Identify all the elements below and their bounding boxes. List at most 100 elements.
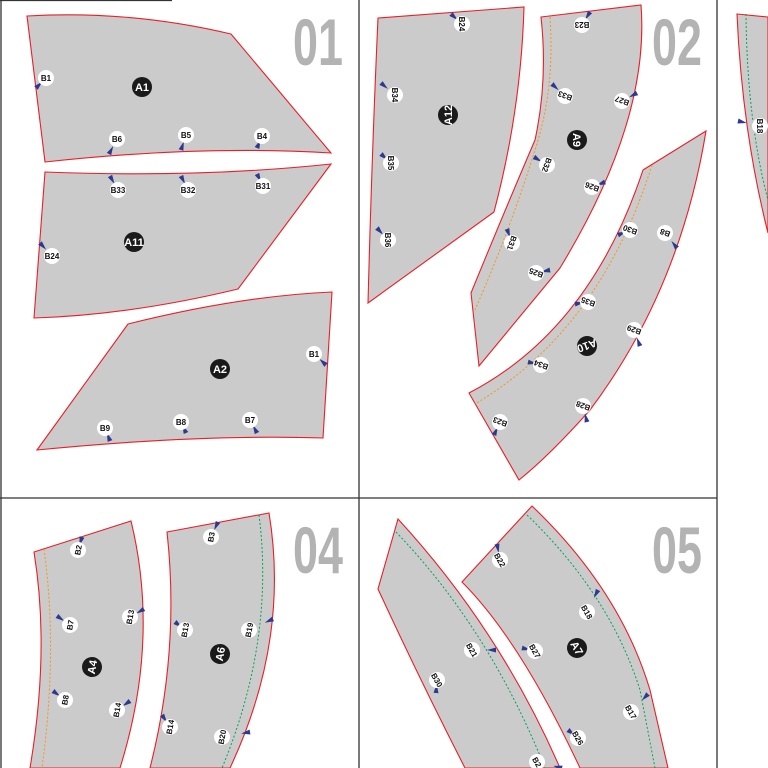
notch-bubble — [529, 754, 545, 768]
notch-label-text: B6 — [112, 135, 123, 144]
notch-bubble — [109, 131, 125, 147]
notch-marker-icon — [55, 613, 65, 622]
notch-label: B2 — [70, 542, 86, 558]
piece-id-badge: A11 — [124, 232, 144, 252]
notch-label-text: B1 — [41, 74, 52, 83]
notch-label: B2 — [529, 754, 545, 768]
notch-marker-icon — [671, 240, 679, 250]
piece-id-badge: A12 — [438, 105, 458, 125]
notch-bubble — [70, 542, 86, 558]
notch-label-text: B24 — [457, 17, 466, 32]
piece-id-circle — [210, 644, 230, 664]
notch-bubble — [574, 17, 590, 33]
piece-id-circle — [577, 336, 597, 356]
notch-marker-icon — [449, 12, 458, 21]
notch-label-text: B23 — [574, 20, 589, 29]
notch-label: B8 — [657, 225, 673, 241]
notch-bubble — [579, 604, 595, 620]
piece-id-text: A6 — [214, 646, 228, 662]
piece-id-badge: A7 — [567, 638, 587, 658]
notch-label: B18 — [579, 604, 595, 621]
notch-bubble — [387, 87, 403, 103]
panel-number: 05 — [652, 513, 702, 587]
notch-label: B20 — [214, 729, 230, 745]
notch-marker-icon — [106, 146, 114, 156]
notch-label-text: B7 — [245, 416, 256, 425]
notch-label: B14 — [162, 719, 178, 735]
pattern-piece: B18 — [736, 13, 768, 234]
notch-bubble — [626, 322, 642, 338]
notch-marker-icon — [504, 228, 511, 238]
notch-label-text: B18 — [755, 119, 764, 134]
seam-line — [745, 13, 768, 201]
notch-marker-icon — [159, 713, 167, 723]
notch-bubble — [575, 398, 591, 414]
notch-marker-icon — [641, 692, 650, 701]
notch-label-text: B32 — [181, 186, 196, 195]
notch-label-text: B8 — [176, 418, 187, 427]
notch-label: B33 — [110, 182, 126, 198]
notch-marker-icon — [550, 82, 559, 91]
notch-label: B31 — [255, 178, 271, 194]
piece-id-badge: A10 — [575, 336, 598, 356]
piece-id-circle — [438, 105, 458, 125]
notch-bubble — [614, 93, 630, 109]
notch-label: B17 — [623, 704, 639, 721]
notch-bubble — [242, 412, 258, 428]
notch-bubble — [429, 672, 445, 688]
notch-bubble — [504, 235, 520, 251]
piece-id-circle — [210, 359, 230, 379]
notch-marker-icon — [584, 413, 590, 423]
notch-marker-icon — [636, 337, 643, 347]
piece-id-text: A12 — [443, 105, 455, 125]
notch-label: B22 — [492, 552, 508, 569]
notch-marker-icon — [214, 520, 221, 531]
notch-bubble — [454, 16, 470, 32]
notch-label: B26 — [583, 179, 601, 195]
notch-marker-icon — [178, 174, 186, 185]
seam-line — [41, 548, 52, 768]
notch-bubble — [241, 622, 257, 638]
notch-label: B8 — [57, 692, 73, 708]
notch-bubble — [527, 643, 543, 659]
cut-outline — [35, 291, 333, 451]
notch-bubble — [255, 178, 271, 194]
notch-label-text: B2 — [73, 544, 84, 556]
notch-marker-icon — [51, 689, 61, 697]
notch-label: B13 — [177, 622, 193, 638]
piece-id-badge: A9 — [567, 130, 587, 150]
notch-bubble — [38, 70, 54, 86]
notch-label-text: B13 — [125, 609, 137, 626]
notch-label: B1 — [38, 70, 54, 86]
notch-bubble — [528, 265, 544, 281]
notch-label: B18 — [752, 118, 768, 134]
notch-label-text: B35 — [386, 156, 395, 171]
notch-marker-icon — [379, 81, 388, 89]
notch-bubble — [44, 248, 60, 264]
notch-marker-icon — [585, 10, 593, 20]
notch-label-text: B24 — [45, 252, 60, 261]
notch-label: B28 — [574, 398, 592, 414]
piece-id-badge: A2 — [210, 359, 230, 379]
notch-label-text: B36 — [383, 233, 392, 248]
notch-bubble — [203, 529, 219, 545]
notch-bubble — [492, 414, 508, 430]
notch-label: B7 — [242, 412, 258, 428]
notch-bubble — [383, 155, 399, 171]
notch-label-text: B2 — [530, 756, 543, 768]
piece-id-circle — [567, 638, 587, 658]
notch-bubble — [492, 552, 508, 568]
notch-bubble — [109, 702, 125, 718]
notch-bubble — [533, 357, 549, 373]
notch-label: B24 — [454, 16, 470, 32]
piece-id-badge: A1 — [132, 77, 152, 97]
notch-label: B30 — [429, 672, 445, 689]
piece-id-text: A4 — [86, 658, 100, 675]
notch-marker-icon — [494, 543, 500, 553]
notch-label: B7 — [62, 617, 78, 633]
notch-bubble — [623, 704, 639, 720]
